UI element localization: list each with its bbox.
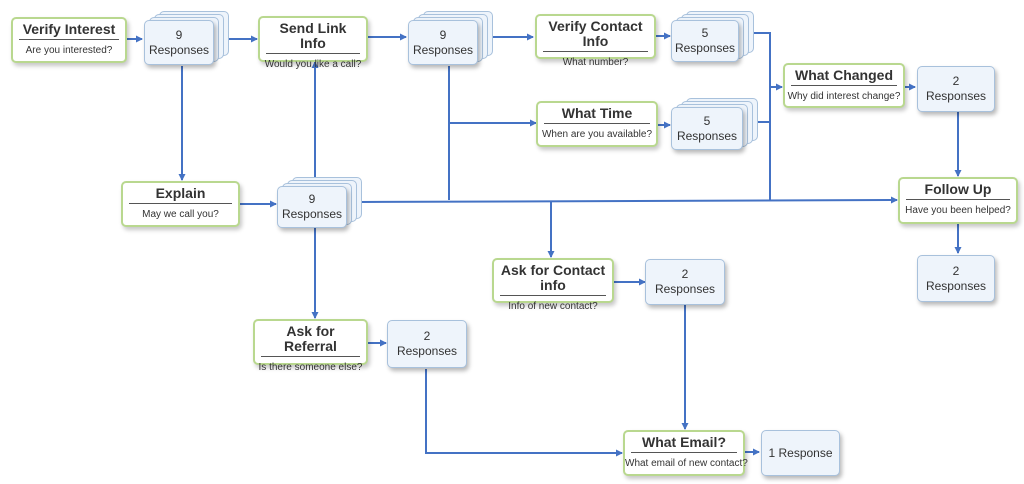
node-title: What Email? (631, 435, 737, 453)
response-count: 9 (175, 27, 183, 42)
response-label: Responses (674, 41, 736, 55)
node-ask-contact-info[interactable]: Ask for Contact info Info of new contact… (492, 258, 614, 312)
response-stack-r10[interactable]: 1 Response (761, 430, 840, 476)
response-label: Responses (654, 282, 716, 296)
response-stack-r8[interactable]: 2 Responses (917, 255, 995, 302)
response-stack-r7[interactable]: 2 Responses (645, 259, 725, 305)
response-card: 2 Responses (387, 320, 467, 368)
response-label: Responses (925, 89, 987, 103)
response-count: 2 (423, 329, 431, 343)
node-title: Follow Up (906, 182, 1010, 200)
node-subtitle: Would you like a call? (264, 59, 362, 70)
response-card: 2 Responses (645, 259, 725, 305)
response-count: 5 (703, 113, 711, 128)
response-count: 5 (701, 26, 709, 40)
node-subtitle: Have you been helped? (905, 205, 1011, 216)
node-title: Ask for Contact info (500, 263, 606, 296)
response-label: Responses (281, 207, 343, 221)
node-title: What Changed (791, 68, 897, 86)
response-stack-r1[interactable]: 9 Responses (144, 11, 229, 65)
node-send-link-info[interactable]: Send Link Info Would you like a call? (258, 16, 368, 70)
response-count: 2 (952, 263, 960, 278)
node-subtitle: When are you available? (541, 129, 653, 140)
response-count: 9 (439, 27, 447, 42)
response-count: 2 (952, 74, 960, 88)
response-card: 2 Responses (917, 66, 995, 112)
response-card: 9 Responses (277, 186, 347, 228)
response-card: 5 Responses (671, 107, 743, 150)
node-what-time[interactable]: What Time When are you available? (536, 101, 658, 147)
node-subtitle: What number? (562, 57, 629, 68)
node-what-email[interactable]: What Email? What email of new contact? (623, 430, 748, 476)
node-subtitle: Info of new contact? (508, 301, 598, 312)
line-r3-to-bus (752, 32, 771, 200)
response-card: 9 Responses (408, 20, 478, 65)
response-card: 2 Responses (917, 255, 995, 302)
node-verify-contact-info[interactable]: Verify Contact Info What number? (535, 14, 656, 68)
response-card: 5 Responses (671, 20, 739, 62)
node-explain[interactable]: Explain May we call you? (121, 181, 240, 227)
arrow-r6-to-follow-up (359, 196, 898, 204)
node-title: Send Link Info (266, 21, 360, 54)
node-ask-referral[interactable]: Ask for Referral Is there someone else? (253, 319, 368, 373)
node-title: Verify Interest (19, 22, 119, 40)
node-verify-interest[interactable]: Verify Interest Are you interested? (11, 17, 127, 63)
node-what-changed[interactable]: What Changed Why did interest change? (783, 63, 905, 108)
response-label: Responses (676, 128, 738, 143)
response-count: 9 (308, 192, 316, 206)
node-subtitle: May we call you? (142, 209, 219, 220)
response-stack-r4[interactable]: 5 Responses (671, 98, 758, 150)
response-label: 1 Response (768, 445, 833, 460)
node-title: Explain (129, 186, 232, 204)
node-follow-up[interactable]: Follow Up Have you been helped? (898, 177, 1018, 224)
response-label: Responses (412, 42, 474, 57)
response-stack-r5[interactable]: 2 Responses (917, 66, 995, 112)
node-title: Verify Contact Info (543, 19, 648, 52)
response-label: Responses (148, 42, 210, 57)
response-stack-r2[interactable]: 9 Responses (408, 11, 493, 65)
response-stack-r3[interactable]: 5 Responses (671, 11, 754, 62)
response-card: 1 Response (761, 430, 840, 476)
node-subtitle: Is there someone else? (258, 362, 363, 373)
response-count: 2 (681, 267, 689, 281)
response-stack-r6[interactable]: 9 Responses (277, 177, 362, 228)
node-subtitle: Are you interested? (25, 45, 113, 56)
node-title: Ask for Referral (261, 324, 360, 357)
response-label: Responses (396, 344, 458, 358)
response-card: 9 Responses (144, 20, 214, 65)
response-label: Responses (925, 278, 987, 293)
node-title: What Time (544, 106, 650, 124)
response-stack-r9[interactable]: 2 Responses (387, 320, 467, 368)
node-subtitle: What email of new contact? (625, 458, 748, 469)
arrow-r9-to-what-email (425, 369, 623, 457)
node-subtitle: Why did interest change? (787, 91, 901, 102)
